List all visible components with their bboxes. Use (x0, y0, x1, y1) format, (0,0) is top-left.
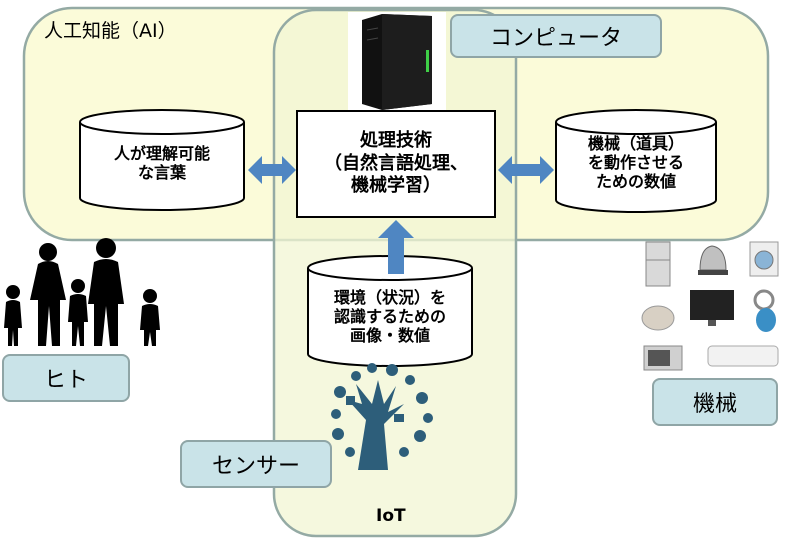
up-arrow (378, 220, 414, 274)
iot-tree-icon (331, 363, 433, 470)
family-silhouette-icon (4, 238, 160, 346)
process-box: 処理技術 （自然言語処理、 機械学習） (296, 110, 496, 218)
iot-label: IoT (376, 506, 406, 526)
sensor-data-text: 環境（状況）を 認識するための 画像・数値 (333, 288, 446, 346)
ai-region-label: 人工知能（AI） (44, 20, 177, 42)
sensor-label: センサー (180, 440, 332, 488)
machine-values-text: 機械（道具） を動作させる ための数値 (587, 134, 684, 192)
server-icon (348, 12, 446, 110)
computer-label: コンピュータ (450, 14, 662, 58)
human-language-cylinder (79, 109, 245, 211)
human-language-text: 人が理解可能 な言葉 (113, 144, 210, 183)
machine-label: 機械 (652, 378, 778, 426)
machine-values-cylinder (555, 109, 717, 213)
left-double-arrow (248, 156, 296, 184)
human-label: ヒト (2, 354, 130, 402)
home-appliances-icon (641, 241, 779, 371)
right-double-arrow (498, 156, 554, 184)
